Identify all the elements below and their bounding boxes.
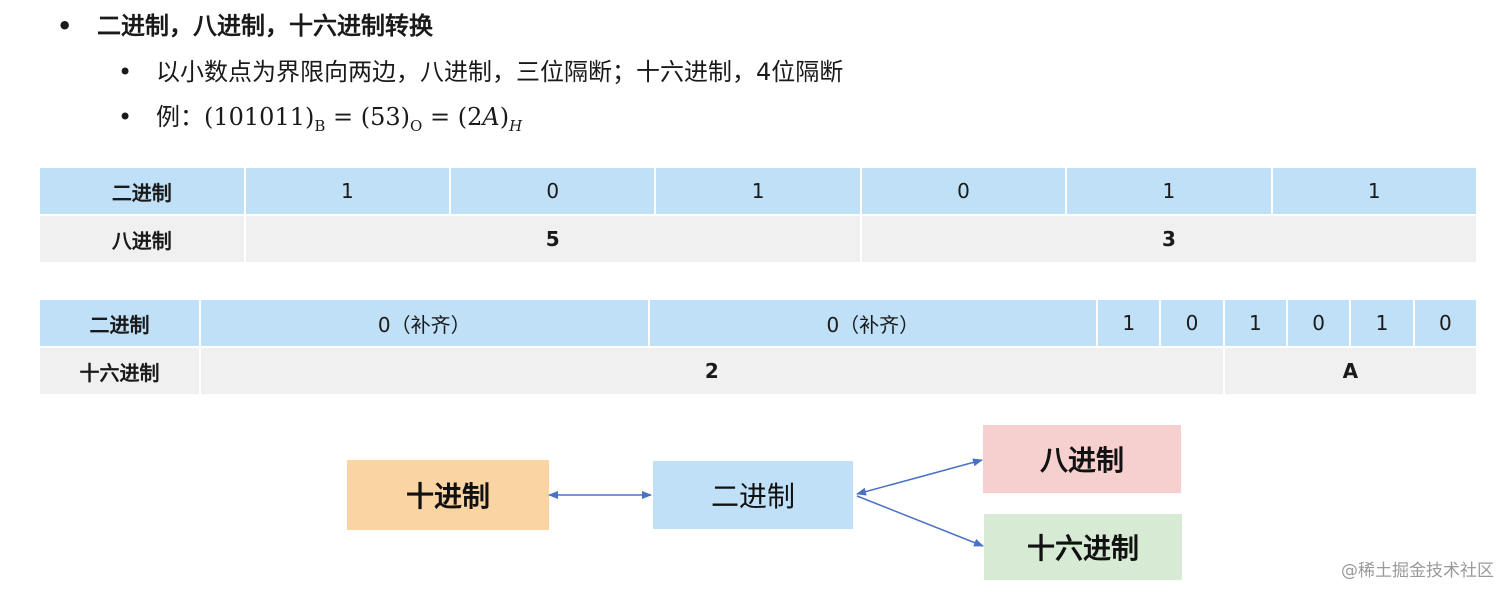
bit-cell: 0: [861, 168, 1066, 214]
bit-cell: 1: [1351, 300, 1413, 346]
binary-row-header: 二进制: [40, 168, 244, 214]
bit-cell: 1: [245, 168, 450, 214]
bit-cell: 1: [1272, 168, 1476, 214]
bit-cell: 1: [656, 168, 860, 214]
binary-row-header: 二进制: [40, 300, 200, 346]
bit-cell: 1: [1067, 168, 1271, 214]
octal-box: 八进制: [983, 425, 1181, 493]
hex-value-open: (2: [457, 103, 483, 131]
hex-conversion-table: 二进制 0（补齐） 0（补齐） 1 0 1 0 1 0 十六进制 2 A: [38, 298, 1478, 396]
hex-subscript: H: [509, 117, 523, 135]
bit-cell: 0（补齐）: [649, 300, 1097, 346]
binary-value: (101011): [204, 103, 315, 131]
octal-conversion-table: 二进制 1 0 1 0 1 1 八进制 5 3: [38, 166, 1478, 264]
bit-cell: 1: [1098, 300, 1160, 346]
bit-cell: 0（补齐）: [201, 300, 648, 346]
equals-sign: =: [333, 103, 354, 131]
hex-value-close: ): [499, 103, 510, 131]
bullet-rule: • 以小数点为界限向两边，八进制，三位隔断；十六进制，4位隔断: [118, 58, 843, 86]
octal-row: 八进制 5 3: [40, 216, 1476, 262]
bit-cell: 1: [1224, 300, 1286, 346]
bit-cell: 0: [1161, 300, 1223, 346]
bullet-marker: •: [118, 103, 133, 131]
binary-box: 二进制: [653, 461, 853, 529]
hex-value-letter: A: [482, 103, 500, 131]
octal-subscript: O: [410, 117, 423, 135]
hex-digit-cell: A: [1224, 348, 1476, 394]
hex-row: 十六进制 2 A: [40, 348, 1476, 394]
binary-row: 二进制 1 0 1 0 1 1: [40, 168, 1476, 214]
rule-text: 以小数点为界限向两边，八进制，三位隔断；十六进制，4位隔断: [156, 58, 844, 86]
hex-digit-cell: 2: [201, 348, 1223, 394]
binary-row: 二进制 0（补齐） 0（补齐） 1 0 1 0 1 0: [40, 300, 1476, 346]
bit-cell: 0: [1288, 300, 1350, 346]
hex-box: 十六进制: [984, 514, 1182, 580]
octal-value: (53): [360, 103, 411, 131]
bullet-marker: •: [118, 58, 133, 86]
watermark: @稀土掘金技术社区: [1341, 561, 1494, 581]
octal-row-header: 八进制: [40, 216, 244, 262]
bit-cell: 0: [451, 168, 655, 214]
octal-digit-cell: 5: [245, 216, 860, 262]
bullet-example: • 例：(101011)B = (53)O = (2A)H: [118, 103, 522, 140]
section-title: 二进制，八进制，十六进制转换: [97, 12, 433, 40]
bullet-title: • 二进制，八进制，十六进制转换: [57, 12, 433, 40]
bullet-marker: •: [57, 12, 73, 40]
binary-octal-arrow: [856, 458, 983, 496]
binary-hex-arrow: [856, 495, 984, 547]
equals-sign: =: [429, 103, 451, 131]
example-label: 例：: [156, 103, 204, 131]
bit-cell: 0: [1414, 300, 1476, 346]
binary-subscript: B: [314, 117, 326, 135]
octal-digit-cell: 3: [861, 216, 1476, 262]
decimal-box: 十进制: [347, 460, 549, 530]
example-formula: (101011)B = (53)O = (2A)H: [204, 103, 522, 135]
hex-row-header: 十六进制: [40, 348, 200, 394]
